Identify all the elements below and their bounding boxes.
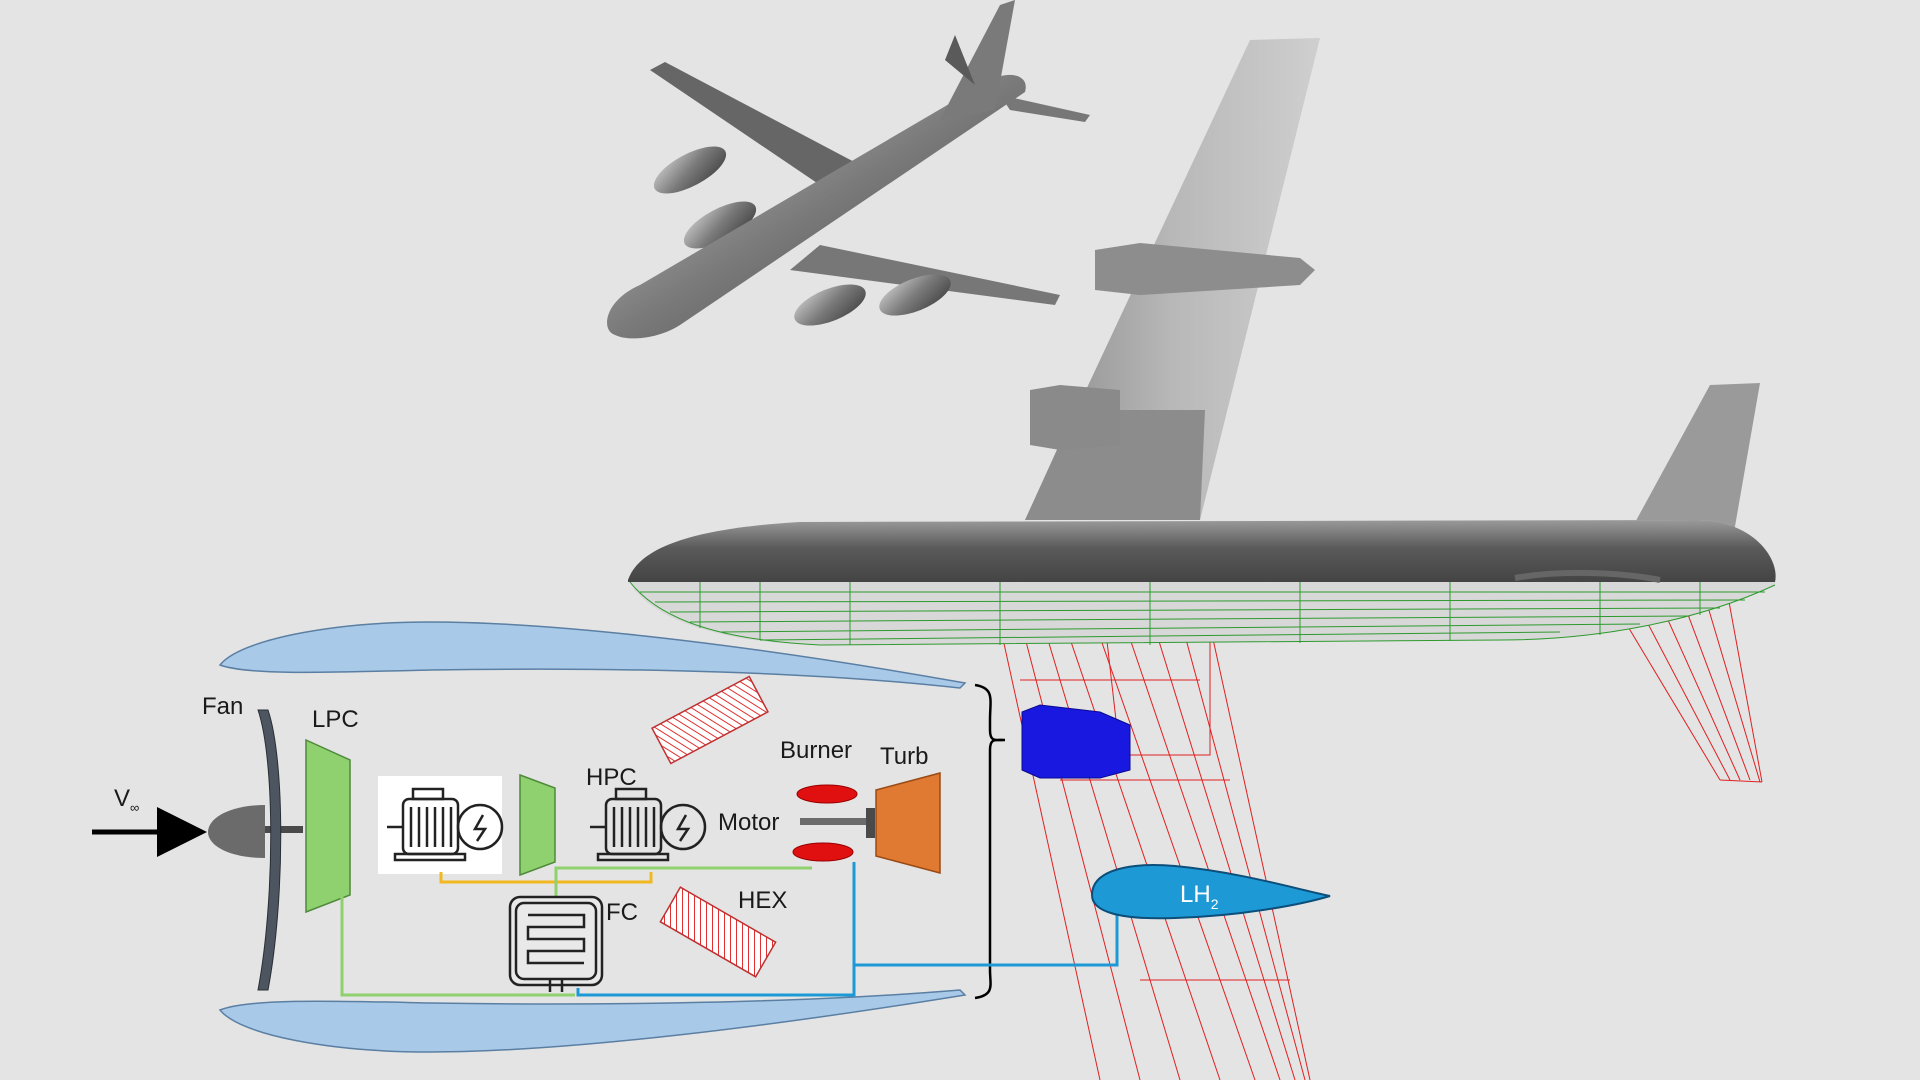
- label-turb: Turb: [880, 743, 928, 770]
- burner-top: [796, 784, 858, 804]
- fan-blade: [257, 709, 282, 991]
- fuel-cell-icon: [508, 895, 604, 992]
- electric-motor-icon: [387, 787, 504, 862]
- engine-schematic: [92, 621, 1331, 1053]
- fuel-line: [576, 862, 1119, 997]
- signal-line: [554, 866, 812, 900]
- hex-lower: [659, 886, 777, 978]
- lpc-compressor: [305, 738, 351, 914]
- lh2-tank: [1090, 864, 1331, 920]
- label-hex: HEX: [738, 887, 787, 914]
- hex-upper: [651, 675, 769, 765]
- label-lh2: LH2: [1180, 881, 1219, 912]
- blue-block: [1021, 704, 1131, 779]
- nacelle-lower: [218, 989, 967, 1053]
- label-burner: Burner: [780, 737, 852, 764]
- label-hpc: HPC: [586, 764, 637, 791]
- large-aircraft-model: [628, 38, 1776, 1080]
- curly-brace-icon: [974, 683, 1006, 1000]
- label-lpc: LPC: [312, 706, 359, 733]
- lower-wing-mesh: [989, 579, 1311, 1080]
- turbine: [875, 772, 941, 874]
- hpc-compressor: [519, 773, 556, 877]
- spinner: [208, 805, 265, 858]
- label-fc: FC: [606, 899, 638, 926]
- small-aircraft-model: [607, 0, 1090, 339]
- signal-line-lpc: [340, 895, 575, 997]
- label-motor: Motor: [718, 809, 779, 836]
- label-v-inf: V∞: [114, 785, 139, 815]
- nacelle-upper: [218, 621, 967, 689]
- label-fan: Fan: [202, 693, 243, 720]
- fuselage-mesh: [629, 581, 1776, 646]
- electric-motor-icon: [590, 787, 707, 862]
- burner-bottom: [792, 842, 854, 862]
